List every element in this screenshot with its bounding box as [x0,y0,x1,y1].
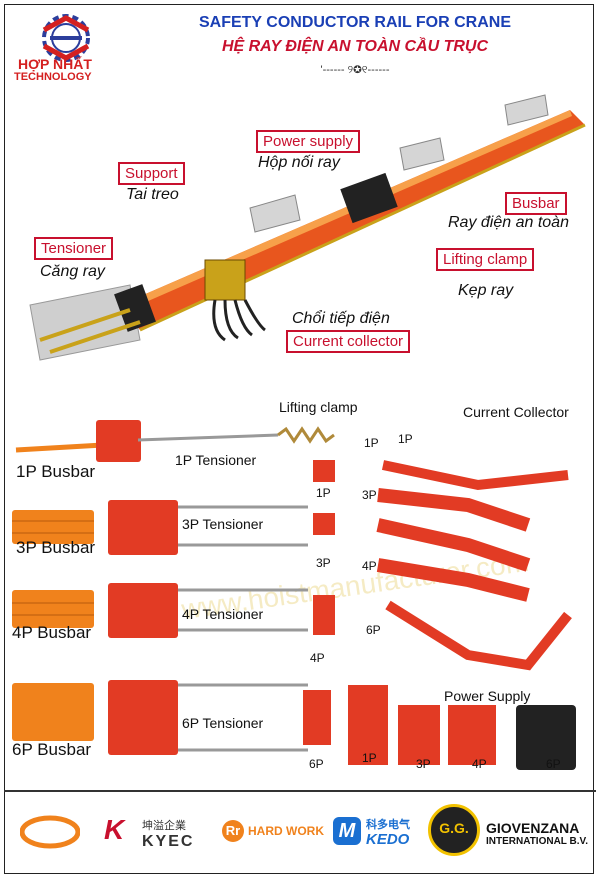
lifting-clamp-label-vi: Kẹp ray [458,282,514,299]
busbar-3p-label: 3P Busbar [16,538,96,557]
gg-seal-text: G.G. [439,820,469,836]
logo-subtitle: TECHNOLOGY [14,71,92,83]
lifting-clamp-label: Lifting clamp [436,248,535,271]
busbar-6p-label: 6P Busbar [12,740,92,759]
busbar-1p-label: 1P Busbar [16,462,96,481]
kyec-name: KYEC [142,833,195,850]
power-supply-label: Power supply [256,130,361,153]
logo-name: HỢP NHẤT [18,56,92,72]
tensioner-1p-label: 1P Tensioner [175,452,257,468]
clamp-4p-label: 4P [310,651,325,665]
gg-seal [428,804,480,856]
kyec-chinese: 坤溢企業 [142,820,186,832]
supply-4p-label: 4P [472,757,487,771]
tensioner-label-vi: Căng ray [40,263,105,280]
kyec-mark: K [104,814,125,845]
hardwork-mark: Rr [222,820,244,842]
kedo-chinese: 科多电气 [366,819,410,831]
collector-6p-label: 6P [366,623,381,637]
company-logo [42,14,90,62]
supply-6p-label: 6P [546,757,561,771]
kedo-mark: M [333,817,361,845]
tensioner-label: Tensioner [34,237,114,260]
supply-1p-label: 1P [362,751,377,765]
tensioner-6p-label: 6P Tensioner [182,715,264,731]
parts-current-collector-title: Current Collector [463,404,569,420]
title-english: SAFETY CONDUCTOR RAIL FOR CRANE [198,14,511,31]
lts-text: LTS [36,822,62,838]
power-supply-label-vi: Hộp nối ray [258,154,340,171]
clamp-3p-label: 3P [316,556,331,570]
page-frame [4,4,594,874]
hardwork-name: HARD WORK [248,824,324,838]
rail-illustration [29,94,586,361]
footer-divider [4,790,596,792]
power-supply-title: Power Supply [444,688,531,704]
supply-3p-label: 3P [416,757,431,771]
title-vietnamese: HỆ RAY ĐIỆN AN TOÀN CẦU TRỤC [221,38,489,55]
busbar-label: Busbar [505,192,567,215]
parts-lifting-clamp-title: Lifting clamp [279,399,358,415]
support-label-vi: Tai treo [126,186,179,203]
kedo-name: KEDO [366,831,410,848]
giovenzana-name: GIOVENZANA [486,820,580,836]
collector-3p-label: 3P [362,488,377,502]
collector-4p-label: 4P [362,559,377,573]
current-collector-label-vi: Chổi tiếp điện [292,310,390,327]
parts-illustration [12,420,576,770]
current-collector-label: Current collector [286,330,411,353]
busbar-4p-label: 4P Busbar [12,623,92,642]
clamp-6p-label: 6P [309,757,324,771]
lts-logo [20,815,80,849]
collector-1p-label: 1P [398,432,413,446]
busbar-label-vi: Ray điện an toàn [448,214,569,231]
clamp-1p-label-top: 1P [364,436,379,450]
tensioner-3p-label: 3P Tensioner [182,516,264,532]
title-ornament: '------ ୨✪୧------ [320,64,390,76]
giovenzana-subtitle: INTERNATIONAL B.V. [486,836,589,847]
tensioner-4p-label: 4P Tensioner [182,606,264,622]
clamp-1p-label: 1P [316,486,331,500]
support-label: Support [118,162,185,185]
